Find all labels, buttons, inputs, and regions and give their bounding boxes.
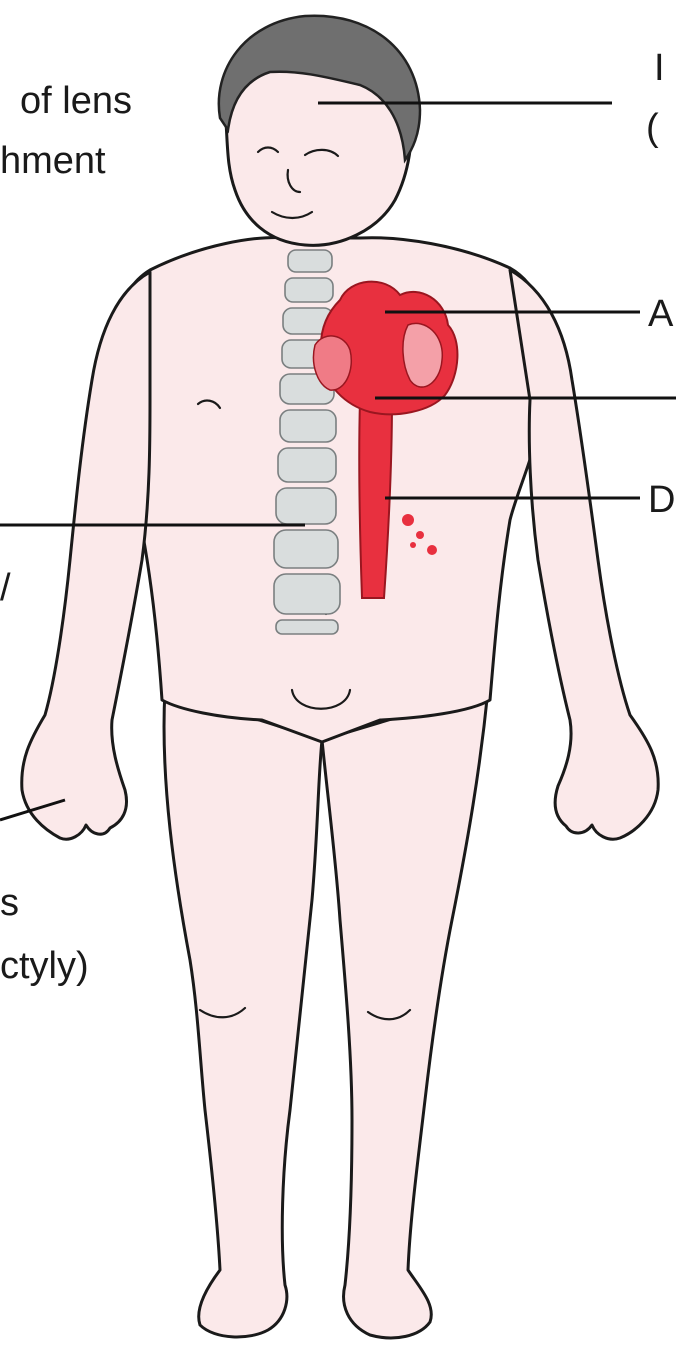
label-right-top-line1: I [654, 47, 665, 89]
label-lens-line2: hment [0, 140, 106, 182]
label-fingers-line1: s [0, 882, 19, 924]
label-lens-line1: of lens [20, 80, 132, 122]
body-figure [22, 16, 658, 1338]
label-spine-fragment: / [0, 567, 11, 609]
left-arm [22, 272, 150, 839]
label-right-top-line2: ( [646, 107, 659, 149]
label-dissection: D [648, 479, 675, 521]
label-aorta: A [648, 293, 674, 335]
label-fingers-line2: ctyly) [0, 945, 89, 987]
right-arm [510, 270, 658, 839]
left-leg [164, 690, 322, 1337]
